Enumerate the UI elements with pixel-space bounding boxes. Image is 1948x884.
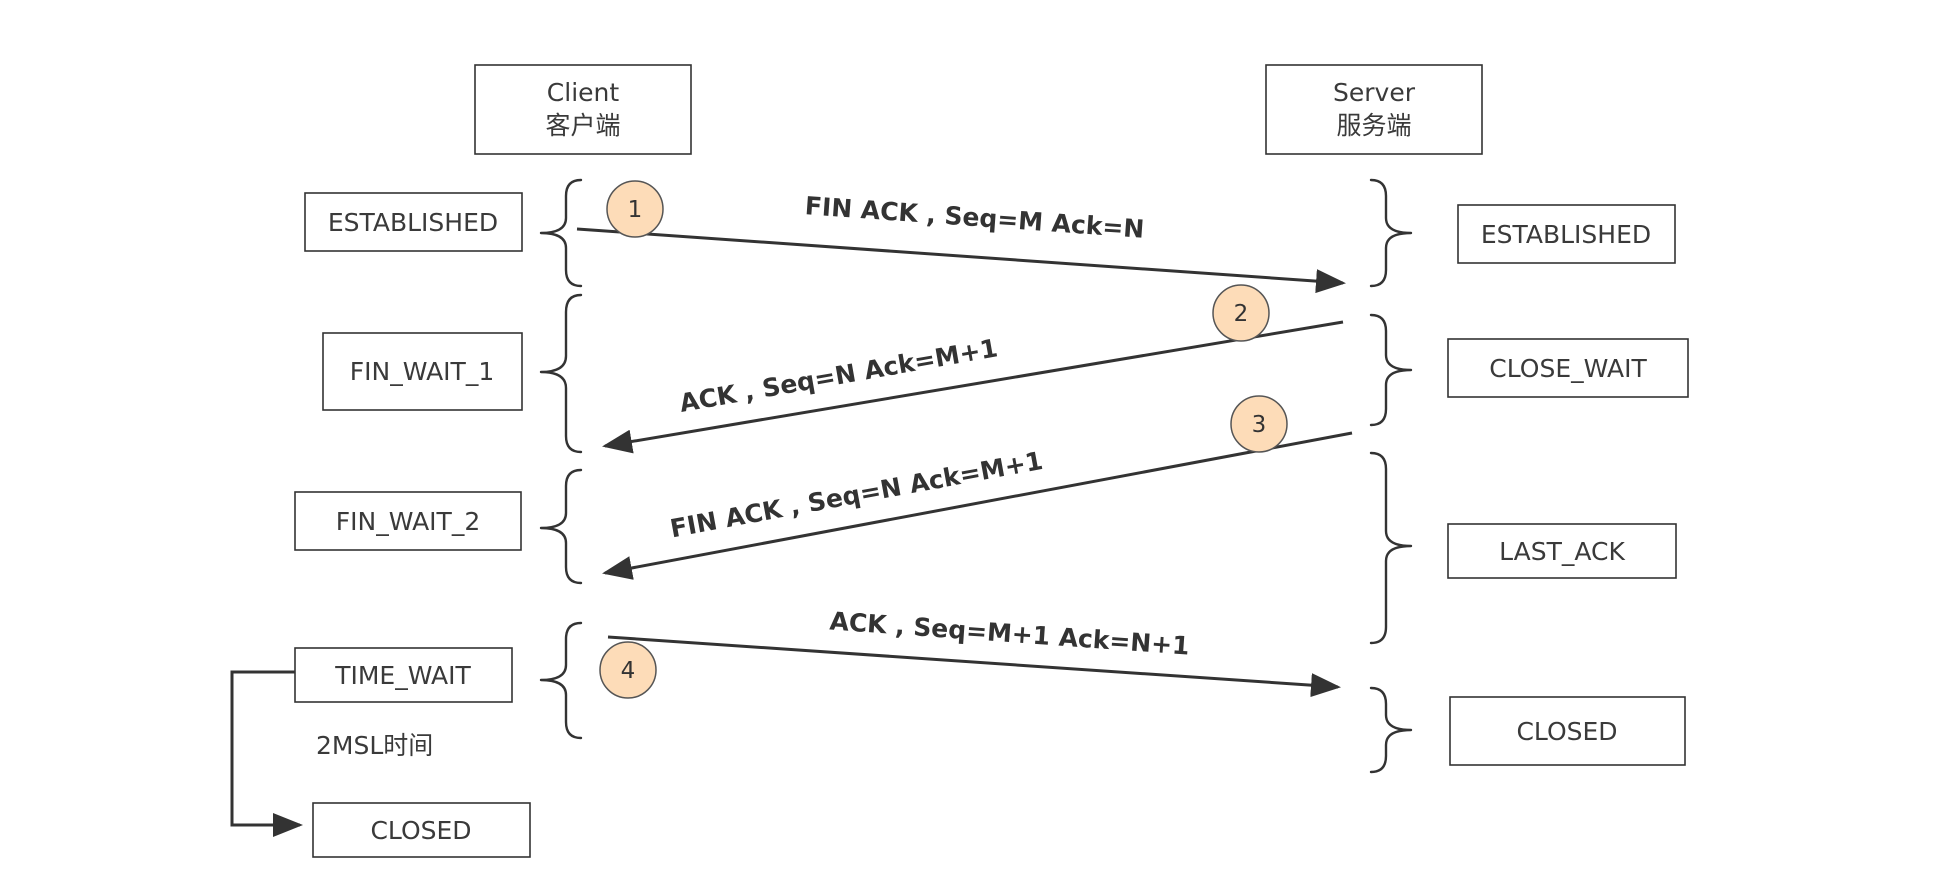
message-arrow-1 [576, 227, 1346, 294]
server-state-closed: CLOSED [1449, 696, 1686, 766]
message-arrow-4 [607, 635, 1341, 698]
svg-text:TIME_WAIT: TIME_WAIT [334, 661, 471, 690]
client-brace-time-wait [539, 621, 583, 740]
server-brace-last-ack [1369, 451, 1413, 645]
svg-text:LAST_ACK: LAST_ACK [1499, 537, 1625, 566]
svg-text:4: 4 [621, 658, 636, 684]
server-state-last-ack: LAST_ACK [1447, 523, 1677, 579]
svg-text:ESTABLISHED: ESTABLISHED [1481, 220, 1651, 249]
client-state-time-wait: TIME_WAIT [294, 647, 513, 703]
server-brace-closed [1369, 686, 1413, 774]
client-name-cn: 客户端 [545, 111, 620, 140]
server-brace-established [1369, 178, 1413, 288]
client-state-established: ESTABLISHED [304, 192, 523, 252]
client-brace-fin-wait-2 [539, 468, 583, 585]
message-arrow-3 [602, 431, 1353, 580]
svg-text:CLOSED: CLOSED [370, 816, 471, 845]
message-label-4: ACK , Seq=M+1 Ack=N+1 [829, 606, 1191, 660]
svg-text:CLOSE_WAIT: CLOSE_WAIT [1489, 354, 1647, 383]
server-state-established: ESTABLISHED [1457, 204, 1676, 264]
client-brace-established [539, 178, 583, 288]
svg-text:1: 1 [628, 197, 643, 223]
client-name: Client [547, 78, 620, 107]
message-arrow-2 [602, 320, 1344, 454]
message-label-3: FIN ACK , Seq=N Ack=M+1 [668, 446, 1045, 543]
svg-text:CLOSED: CLOSED [1516, 717, 1617, 746]
time-wait-duration-note: 2MSL时间 [316, 731, 433, 760]
svg-text:FIN_WAIT_1: FIN_WAIT_1 [350, 357, 494, 386]
svg-text:ESTABLISHED: ESTABLISHED [328, 208, 498, 237]
svg-text:FIN_WAIT_2: FIN_WAIT_2 [336, 507, 480, 536]
time-wait-to-closed-connector [230, 670, 303, 837]
svg-text:3: 3 [1252, 412, 1267, 438]
server-header-box: Server 服务端 [1265, 64, 1483, 155]
server-name: Server [1333, 78, 1416, 107]
step-marker-2: 2 [1212, 284, 1270, 342]
client-brace-fin-wait-1 [539, 293, 583, 454]
message-label-1: FIN ACK , Seq=M Ack=N [804, 191, 1145, 244]
server-state-close-wait: CLOSE_WAIT [1447, 338, 1689, 398]
svg-text:2: 2 [1234, 301, 1249, 327]
message-label-2: ACK , Seq=N Ack=M+1 [677, 333, 1000, 418]
server-brace-close-wait [1369, 313, 1413, 427]
client-state-closed: CLOSED [312, 802, 531, 858]
step-marker-4: 4 [599, 641, 657, 699]
step-marker-3: 3 [1230, 395, 1288, 453]
client-header-box: Client 客户端 [474, 64, 692, 155]
server-name-cn: 服务端 [1336, 111, 1411, 140]
step-marker-1: 1 [606, 180, 664, 238]
client-state-fin-wait-2: FIN_WAIT_2 [294, 491, 522, 551]
client-state-fin-wait-1: FIN_WAIT_1 [322, 332, 523, 411]
